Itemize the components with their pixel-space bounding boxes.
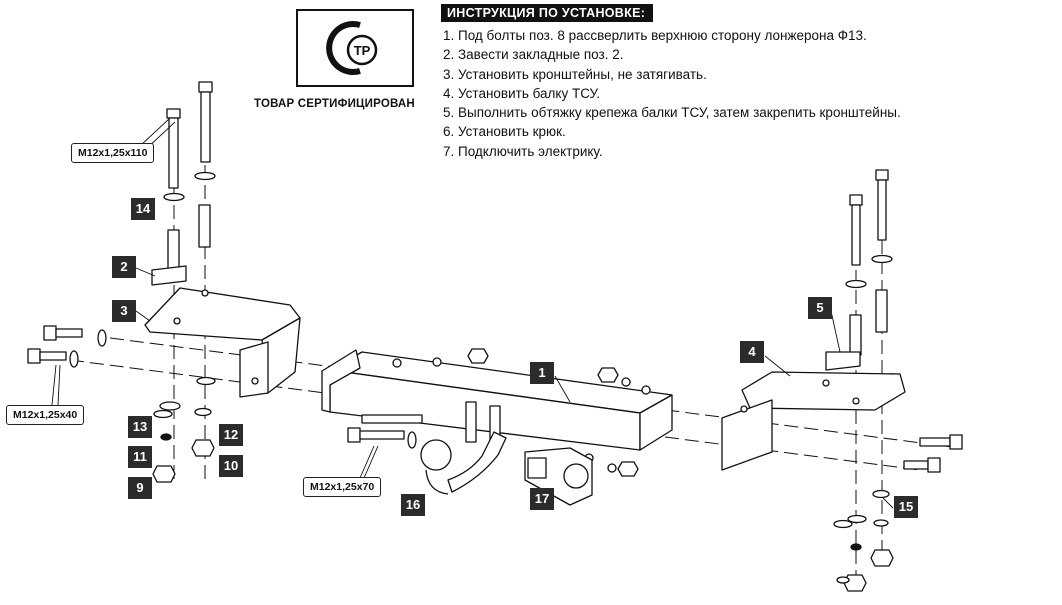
instructions-title: ИНСТРУКЦИЯ ПО УСТАНОВКЕ:: [441, 4, 654, 22]
certification-mark-icon: ТР: [326, 21, 378, 75]
part-tag-3: 3: [112, 300, 136, 322]
part-tag-16: 16: [401, 494, 425, 516]
part-tag-9: 9: [128, 477, 152, 499]
part-tag-13: 13: [128, 416, 152, 438]
part-tag-5: 5: [808, 297, 832, 319]
bolt-callout-m12x110: M12x1,25x110: [71, 143, 155, 163]
instruction-step: 4. Установить балку ТСУ.: [443, 85, 601, 101]
part-tag-1: 1: [530, 362, 554, 384]
instruction-step: 3. Установить кронштейны, не затягивать.: [443, 66, 707, 82]
left-fasteners-stack: [152, 376, 216, 483]
instruction-step: 2. Завести закладные поз. 2.: [443, 47, 624, 63]
part-tag-12: 12: [219, 424, 243, 446]
part-tag-2: 2: [112, 256, 136, 278]
part-tag-15: 15: [894, 496, 918, 518]
right-vertical-bolts: [845, 169, 893, 356]
tow-hook: [420, 401, 507, 495]
middle-bolts: [347, 414, 423, 449]
part-tag-11: 11: [128, 446, 152, 468]
instruction-step: 7. Подключить электрику.: [443, 143, 603, 159]
left-bracket: [144, 287, 301, 398]
part-tag-17: 17: [530, 488, 554, 510]
right-bracket: [721, 371, 906, 471]
certification-caption: ТОВАР СЕРТИФИЦИРОВАН: [254, 98, 415, 110]
right-fasteners-stack: [833, 489, 894, 592]
part-tag-10: 10: [219, 455, 243, 477]
instruction-step: 6. Установить крюк.: [443, 124, 566, 140]
certification-logo: ТР: [296, 9, 414, 87]
left-horizontal-bolts: [27, 325, 107, 368]
part-tag-4: 4: [740, 341, 764, 363]
electrical-socket-plate: [524, 447, 593, 506]
anchor-plate-left: [151, 265, 187, 286]
certification-logo-letters: ТР: [354, 43, 371, 58]
instructions-list: 1. Под болты поз. 8 рассверлить верхнюю …: [443, 26, 901, 161]
anchor-plate-right: [825, 351, 861, 371]
right-horizontal-bolts: [903, 434, 963, 473]
bolt-callout-m12x70: M12x1,25x70: [303, 477, 382, 497]
left-vertical-bolts: [163, 81, 216, 271]
part-tag-14: 14: [131, 198, 155, 220]
instruction-step: 5. Выполнить обтяжку крепежа балки ТСУ, …: [443, 105, 901, 121]
instruction-step: 1. Под болты поз. 8 рассверлить верхнюю …: [443, 28, 867, 43]
bolt-callout-m12x40: M12x1,25x40: [6, 405, 85, 425]
callout-leaders: [51, 117, 894, 509]
tow-bar-beam: [321, 348, 673, 477]
